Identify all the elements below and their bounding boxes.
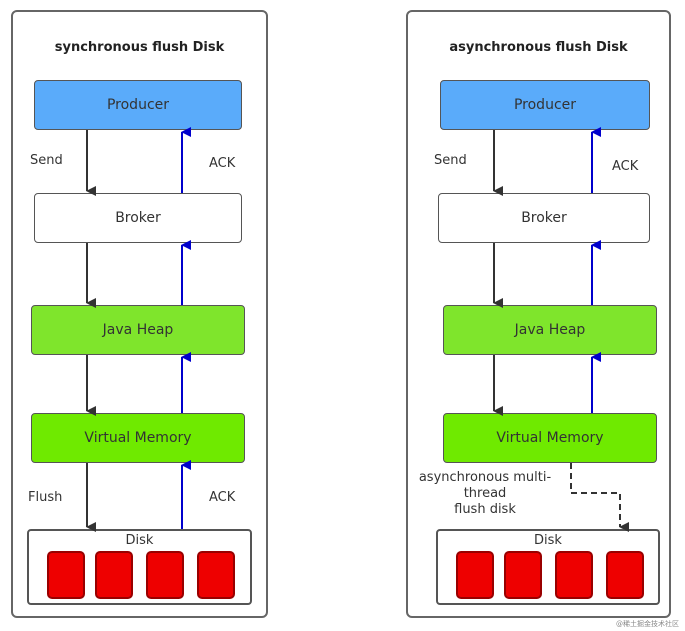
async-flush-note-line: thread xyxy=(463,486,507,501)
sync-flush-label: Flush xyxy=(28,490,63,505)
sync-broker-node: Broker xyxy=(34,193,242,243)
sync-ack-bottom-label: ACK xyxy=(209,490,236,505)
disk-block xyxy=(456,551,494,599)
async-virtual-memory-label: Virtual Memory xyxy=(496,430,604,446)
watermark: @稀土掘金技术社区 xyxy=(616,620,679,628)
async-virtual-memory-node: Virtual Memory xyxy=(443,413,657,463)
disk-block xyxy=(555,551,593,599)
disk-block xyxy=(95,551,133,599)
sync-broker-label: Broker xyxy=(115,210,161,226)
async-java-heap-node: Java Heap xyxy=(443,305,657,355)
disk-block xyxy=(146,551,184,599)
sync-producer-label: Producer xyxy=(106,97,170,113)
async-flush-note-line: flush disk xyxy=(454,502,516,517)
sync-panel-title: synchronous flush Disk xyxy=(54,40,225,55)
async-send-label: Send xyxy=(434,153,467,168)
sync-ack-top-label: ACK xyxy=(209,156,236,171)
async-disk-label: Disk xyxy=(534,533,562,548)
sync-disk-label: Disk xyxy=(125,533,154,548)
async-producer-node: Producer xyxy=(440,80,650,130)
async-ack-top-label: ACK xyxy=(612,159,639,174)
async-disk-node: Disk xyxy=(436,529,660,605)
async-flush-arrow xyxy=(570,463,629,532)
async-broker-label: Broker xyxy=(521,210,567,226)
sync-producer-node: Producer xyxy=(34,80,242,130)
sync-send-label: Send xyxy=(30,153,63,168)
async-java-heap-label: Java Heap xyxy=(514,322,586,338)
sync-java-heap-node: Java Heap xyxy=(31,305,245,355)
async-flush-note-line: asynchronous multi- xyxy=(418,470,552,485)
async-producer-label: Producer xyxy=(513,97,577,113)
disk-block xyxy=(197,551,235,599)
async-flush-note: asynchronous multi- thread flush disk xyxy=(415,470,555,518)
sync-java-heap-label: Java Heap xyxy=(102,322,174,338)
async-panel-title: asynchronous flush Disk xyxy=(449,40,628,55)
disk-block xyxy=(504,551,542,599)
disk-block xyxy=(47,551,85,599)
sync-virtual-memory-node: Virtual Memory xyxy=(31,413,245,463)
async-broker-node: Broker xyxy=(438,193,650,243)
sync-virtual-memory-label: Virtual Memory xyxy=(84,430,192,446)
disk-block xyxy=(606,551,644,599)
sync-disk-node: Disk xyxy=(27,529,252,605)
